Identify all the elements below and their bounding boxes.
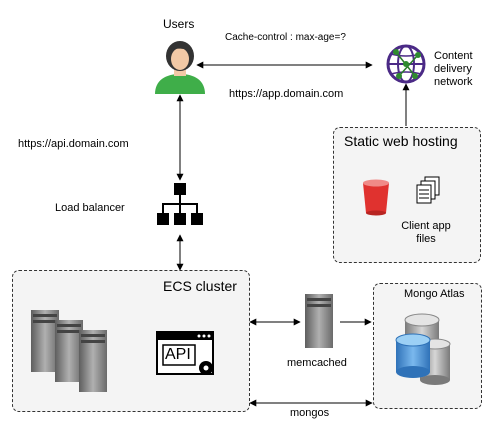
static-hosting-title: Static web hosting: [344, 133, 458, 149]
cdn-globe-icon: [386, 44, 426, 84]
memcached-label: memcached: [287, 357, 347, 369]
user-icon: [155, 41, 205, 94]
ecs-servers-icon: [31, 310, 107, 392]
files-icon: [416, 176, 440, 204]
api-window-icon: [156, 331, 214, 375]
users-label: Users: [163, 17, 195, 31]
api-text: API: [165, 346, 191, 363]
load-balancer-icon: [157, 183, 203, 225]
cache-control-label: Cache-control : max-age=?: [225, 32, 346, 43]
load-balancer-label: Load balancer: [55, 202, 125, 214]
mongo-atlas-title: Mongo Atlas: [404, 288, 465, 300]
app-url-label: https://app.domain.com: [229, 88, 344, 100]
bucket-icon: [363, 179, 389, 216]
static-hosting-box: [333, 127, 481, 263]
api-url-label: https://api.domain.com: [18, 138, 129, 150]
client-app-files-label: Client app files: [401, 220, 451, 245]
mongo-database-icon: [395, 313, 451, 385]
cdn-label: Content delivery network: [434, 50, 473, 88]
mongos-label: mongos: [290, 407, 330, 419]
memcached-server-icon: [305, 294, 333, 348]
ecs-cluster-title: ECS cluster: [163, 278, 237, 294]
